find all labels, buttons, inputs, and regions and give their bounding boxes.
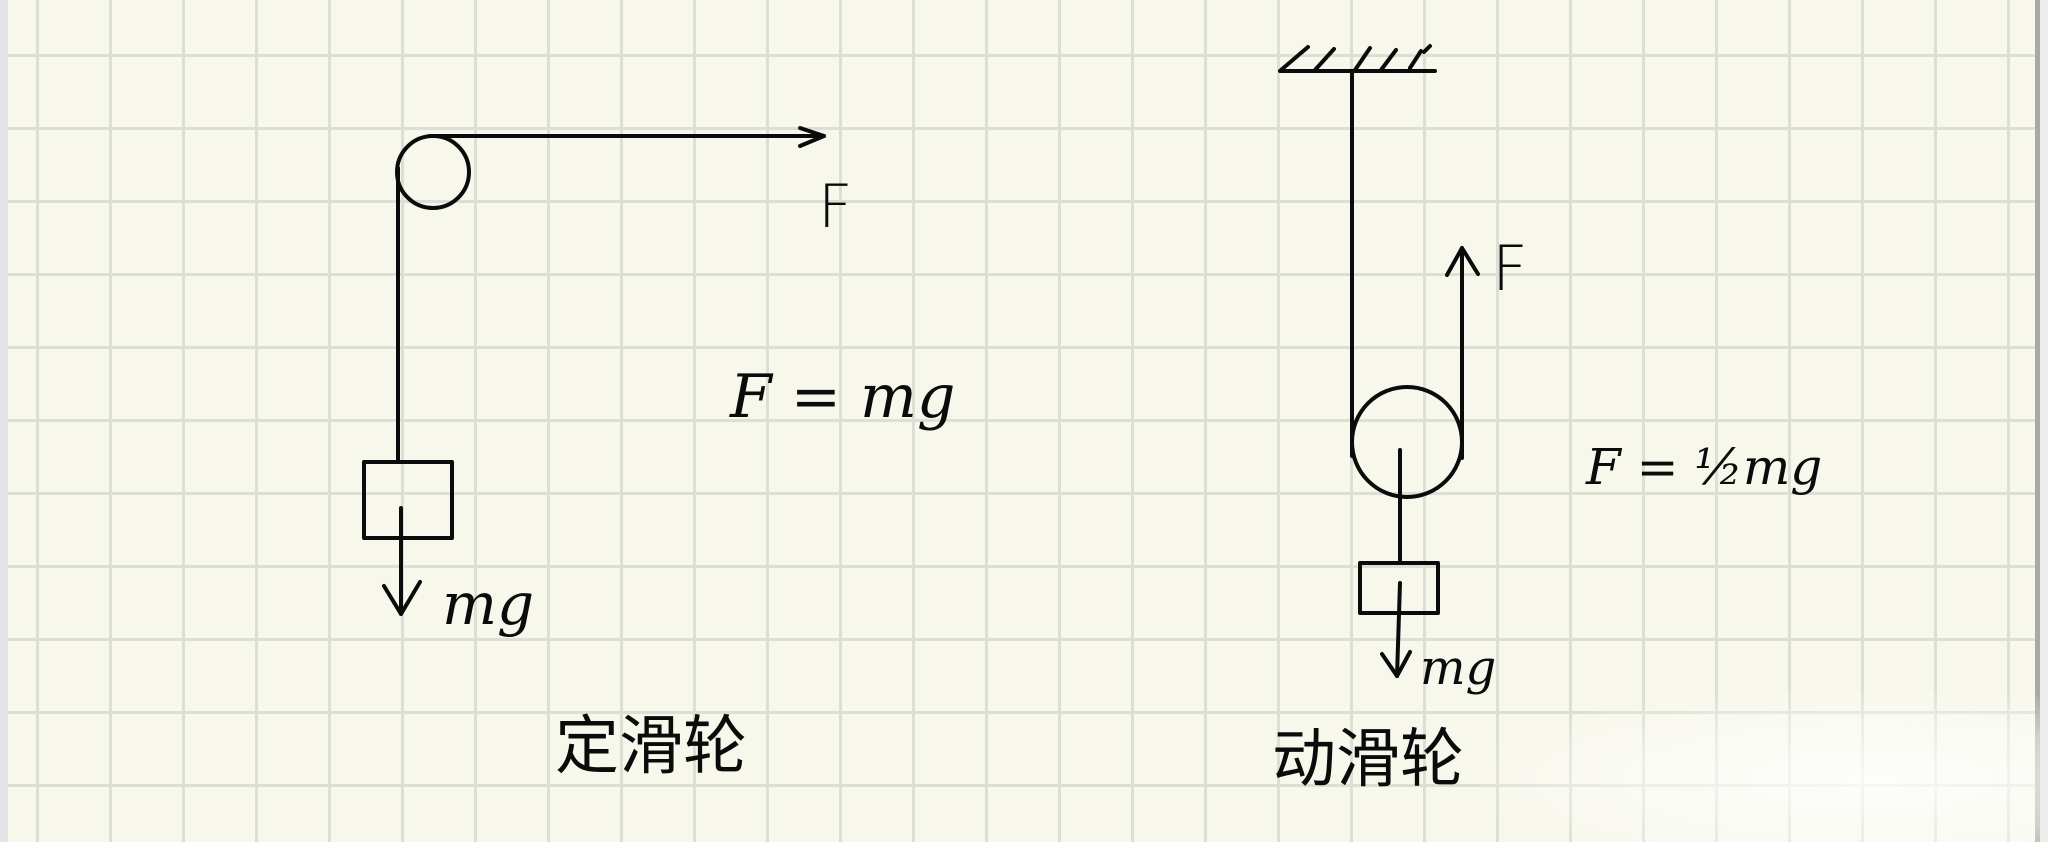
fixed-pulley-force-label: F (818, 172, 853, 242)
weight-arrow-shaft-2 (1395, 581, 1402, 678)
left-border (0, 0, 8, 842)
weight-arrow-down-icon-2 (1380, 650, 1412, 678)
movable-pulley-diagram (1278, 44, 1480, 678)
fixed-pulley-weight-label: mg (442, 570, 535, 638)
movable-pulley-wheel (1350, 385, 1464, 499)
fixed-pulley-title: 定滑轮 (555, 710, 747, 784)
movable-pulley-equation: F = ½mg (1586, 438, 1823, 496)
fixed-pulley-diagram (362, 126, 826, 616)
ceiling-hatch-icon (1279, 44, 1432, 72)
movable-pulley-force-label: F (1492, 232, 1528, 305)
right-border (2035, 0, 2048, 842)
movable-pulley-weight-label: mg (1420, 640, 1497, 696)
force-arrow-head-right-icon (798, 126, 826, 148)
fixed-pulley-equation: F = mg (730, 362, 956, 432)
fixed-pulley-weight-block (362, 460, 454, 540)
movable-pulley-title: 动滑轮 (1272, 723, 1464, 797)
weight-arrow-down-icon (382, 580, 422, 616)
fixed-pulley-wheel (395, 134, 471, 210)
force-arrow-up-icon (1445, 246, 1480, 277)
